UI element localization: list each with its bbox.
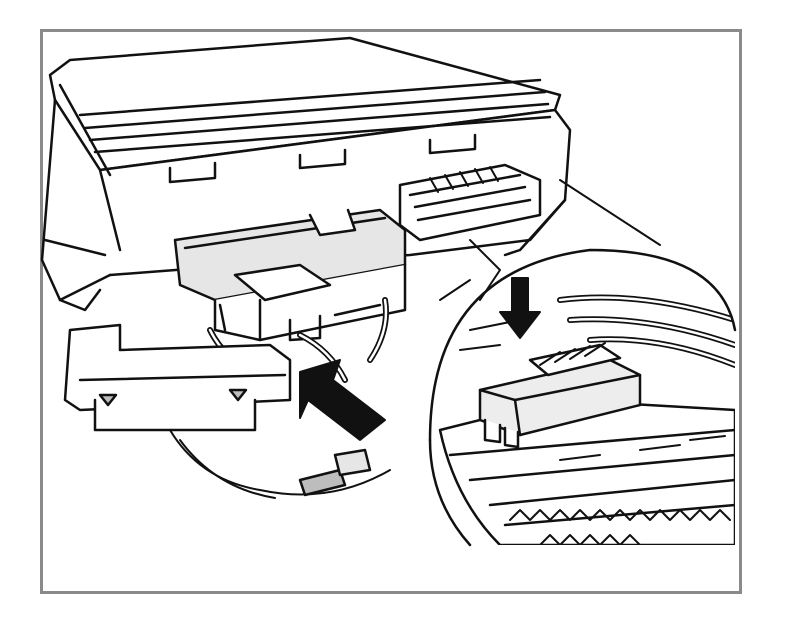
rear-connector [398,163,542,242]
detail-inset [428,248,737,547]
arrow-diagonal-icon [299,359,386,441]
arrow-down-icon [499,277,541,339]
mounting-bracket [63,323,391,499]
